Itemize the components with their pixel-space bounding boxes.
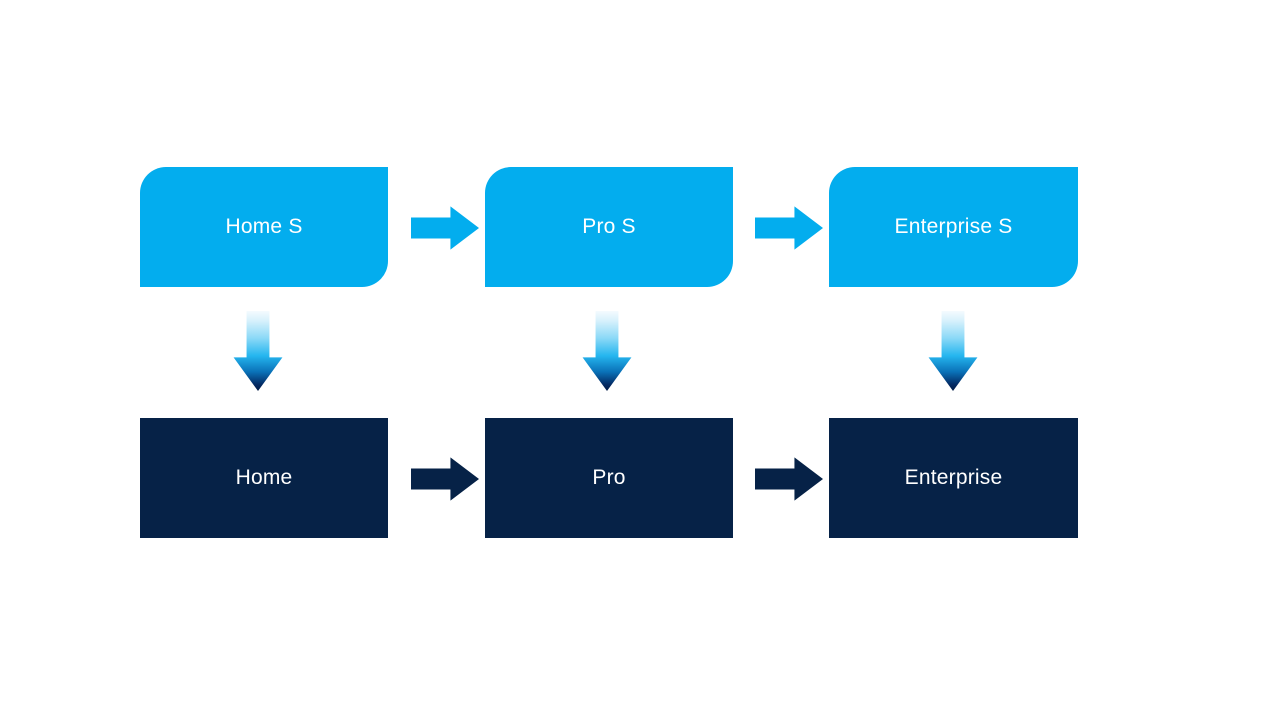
node-home[interactable]: Home — [140, 418, 388, 538]
node-enterprise-s-label: Enterprise S — [894, 214, 1013, 238]
arrow-right-icon-product-1 — [411, 457, 479, 501]
arrow-down-icon-pro — [582, 311, 632, 391]
arrow-right-icon-service-1 — [411, 206, 479, 250]
node-home-s-label: Home S — [225, 214, 303, 238]
node-home-s[interactable]: Home S — [140, 167, 388, 287]
node-pro[interactable]: Pro — [485, 418, 733, 538]
node-enterprise-label: Enterprise — [904, 465, 1003, 489]
node-enterprise[interactable]: Enterprise — [829, 418, 1078, 538]
arrow-right-icon-product-2 — [755, 457, 823, 501]
arrow-down-icon-enterprise — [928, 311, 978, 391]
node-pro-label: Pro — [592, 465, 626, 489]
node-pro-s[interactable]: Pro S — [485, 167, 733, 287]
node-home-label: Home — [235, 465, 293, 489]
node-pro-s-label: Pro S — [582, 214, 636, 238]
arrow-right-icon-service-2 — [755, 206, 823, 250]
arrow-down-icon-home — [233, 311, 283, 391]
node-enterprise-s[interactable]: Enterprise S — [829, 167, 1078, 287]
